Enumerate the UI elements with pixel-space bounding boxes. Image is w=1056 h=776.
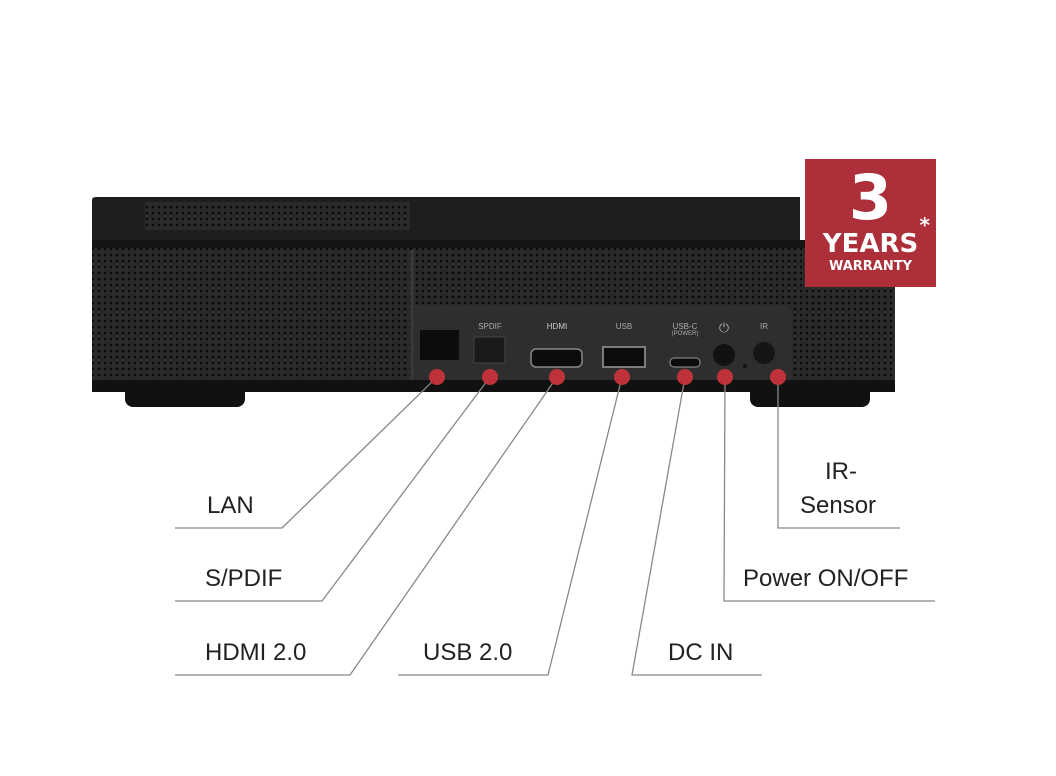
ir-sensor [753, 342, 775, 364]
dot-ir [770, 369, 786, 385]
power-button [713, 344, 735, 366]
leader-hdmi [175, 376, 558, 676]
dot-hdmi [549, 369, 565, 385]
warranty-number: 3 [848, 161, 893, 234]
callout-ir-line2: Sensor [800, 492, 877, 519]
port-label-usb: USB [615, 322, 633, 331]
leader-lan [175, 376, 438, 529]
port-label-usbc-sub: (POWER) [671, 331, 699, 337]
port-label-usbc: USB-C [672, 322, 698, 331]
callout-usb: USB 2.0 [423, 639, 513, 666]
dot-lan [429, 369, 445, 385]
warranty-asterisk: * [919, 213, 930, 237]
warranty-years: YEARS [822, 229, 919, 259]
dot-power [717, 369, 733, 385]
callout-ir-line1: IR- [825, 458, 857, 485]
port-label-ir: IR [760, 322, 768, 331]
callout-hdmi: HDMI 2.0 [205, 639, 307, 666]
callout-dc: DC IN [668, 639, 734, 666]
callout-lan: LAN [207, 492, 254, 519]
hdmi-port [530, 348, 583, 368]
leader-dc [631, 376, 762, 676]
warranty-badge: 3 * YEARS WARRANTY [805, 159, 936, 287]
port-label-hdmi: HDMI [546, 322, 568, 331]
leader-spdif [175, 376, 491, 602]
usbc-port [669, 357, 701, 368]
dot-dc [677, 369, 693, 385]
leader-ir [777, 377, 900, 529]
lan-port [420, 330, 459, 360]
port-panel [414, 305, 792, 380]
spdif-port [473, 336, 506, 364]
leader-usb [398, 376, 623, 676]
warranty-text: WARRANTY [828, 259, 913, 274]
usb-port [602, 346, 646, 368]
leader-power [723, 376, 935, 602]
dot-usb [614, 369, 630, 385]
dot-spdif [482, 369, 498, 385]
port-label-spdif: SPDIF [478, 322, 502, 331]
callout-spdif: S/PDIF [205, 565, 283, 592]
callout-power: Power ON/OFF [743, 565, 909, 592]
power-icon: ⏻ [718, 320, 730, 335]
